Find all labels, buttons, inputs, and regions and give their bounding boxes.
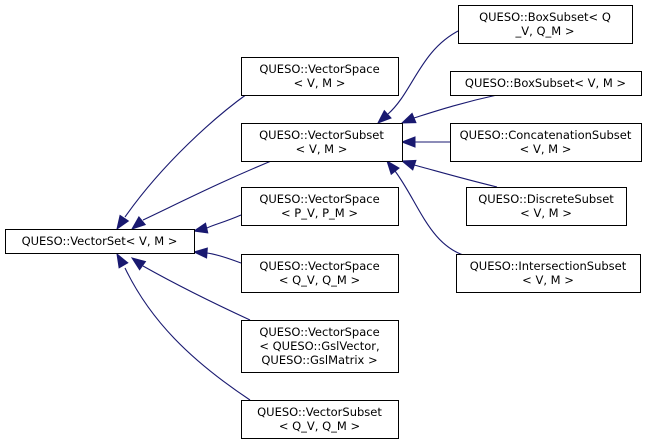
node-box [450, 71, 642, 96]
node-label-line: QUESO::VectorSubset [257, 405, 382, 419]
node-label-line: < V, M > [520, 142, 572, 156]
edge-line [413, 94, 498, 119]
node-box [241, 123, 403, 162]
node-box [456, 254, 641, 293]
edge-arrowhead [116, 252, 129, 269]
node-label-line: < P_V, P_M > [281, 206, 358, 220]
node-label-line: QUESO::IntersectionSubset [470, 259, 627, 273]
nodes-layer: QUESO::VectorSet< V, M >QUESO::VectorSpa… [5, 5, 642, 439]
node-label-line: < V, M > [522, 273, 574, 287]
node-label-line: < Q_V, Q_M > [279, 419, 360, 433]
node-boxsubset-v-m[interactable]: QUESO::BoxSubset< V, M > [450, 71, 642, 96]
edge-vectorspace-qv-qm-to-vectorset [192, 247, 242, 264]
node-label-line: QUESO::VectorSpace [259, 259, 379, 273]
edges-layer [116, 29, 498, 401]
edge-arrowhead [130, 216, 147, 230]
node-concatenationsubset[interactable]: QUESO::ConcatenationSubset< V, M > [450, 123, 642, 162]
node-label-line: QUESO::VectorSubset [259, 128, 384, 142]
edge-vectorsubset-qv-qm-to-vectorset [116, 252, 251, 401]
edge-arrowhead [400, 112, 417, 124]
edge-concatenationsubset-to-vectorsubset-v-m [400, 136, 450, 148]
node-vectorspace-v-m[interactable]: QUESO::VectorSpace< V, M > [241, 57, 399, 96]
edge-discretesubset-to-vectorsubset-v-m [400, 159, 498, 188]
edge-arrowhead [400, 159, 417, 171]
node-label-line: QUESO::BoxSubset< V, M > [465, 76, 626, 90]
node-label-line: < V, M > [296, 142, 348, 156]
node-box [450, 123, 642, 162]
node-label-line: < QUESO::GslVector, [259, 339, 379, 353]
node-vectorsubset-qv-qm[interactable]: QUESO::VectorSubset< Q_V, Q_M > [241, 400, 399, 439]
edge-line [206, 214, 242, 229]
edge-boxsubset-v-m-to-vectorsubset-v-m [400, 94, 498, 124]
edge-arrowhead [192, 247, 208, 259]
node-boxsubset-qv-qm[interactable]: QUESO::BoxSubset< Q_V, Q_M > [458, 5, 633, 44]
node-box [241, 187, 399, 226]
edge-arrowhead [192, 222, 209, 234]
edge-arrowhead [116, 214, 130, 231]
node-vectorspace-pv-pm[interactable]: QUESO::VectorSpace< P_V, P_M > [241, 187, 399, 226]
edge-vectorspace-pv-pm-to-vectorset [192, 214, 242, 234]
node-label-line: < V, M > [520, 206, 572, 220]
node-box [5, 229, 195, 254]
edge-arrowhead [130, 257, 147, 271]
edge-line [387, 29, 461, 115]
edge-line [142, 265, 251, 321]
node-box [466, 187, 627, 226]
node-label-line: QUESO::VectorSet< V, M > [22, 234, 178, 248]
edge-line [394, 170, 471, 258]
node-label-line: QUESO::ConcatenationSubset [460, 128, 632, 142]
node-discretesubset[interactable]: QUESO::DiscreteSubset< V, M > [466, 187, 627, 226]
node-label-line: QUESO::GslMatrix > [261, 353, 377, 367]
edge-line [124, 267, 251, 401]
node-intersectionsubset[interactable]: QUESO::IntersectionSubset< V, M > [456, 254, 641, 293]
edge-vectorsubset-v-m-to-vectorset [130, 156, 282, 230]
edge-line [142, 156, 282, 221]
node-label-line: QUESO::VectorSpace [259, 62, 379, 76]
node-label-line: QUESO::DiscreteSubset [478, 192, 614, 206]
node-vectorspace-qv-qm[interactable]: QUESO::VectorSpace< Q_V, Q_M > [241, 254, 399, 293]
edge-arrowhead [386, 159, 400, 176]
node-vectorset[interactable]: QUESO::VectorSet< V, M > [5, 229, 195, 254]
edge-arrowhead [376, 109, 392, 124]
node-label-line: < V, M > [294, 76, 346, 90]
edge-vectorspace-gsl-to-vectorset [130, 257, 251, 321]
edge-vectorspace-v-m-to-vectorset [116, 93, 248, 231]
node-label-line: QUESO::BoxSubset< Q [479, 10, 611, 24]
edge-line [206, 252, 242, 264]
edge-intersectionsubset-to-vectorsubset-v-m [386, 159, 471, 258]
node-box [241, 320, 399, 373]
node-box [241, 400, 399, 439]
edge-boxsubset-qv-qm-to-vectorsubset-v-m [376, 29, 461, 124]
node-vectorsubset-v-m[interactable]: QUESO::VectorSubset< V, M > [241, 123, 403, 162]
node-label-line: QUESO::VectorSpace [259, 325, 379, 339]
node-box [241, 57, 399, 96]
node-box [458, 5, 633, 44]
node-label-line: _V, Q_M > [515, 24, 575, 38]
edge-line [413, 164, 498, 188]
node-box [241, 254, 399, 293]
node-vectorspace-gsl[interactable]: QUESO::VectorSpace< QUESO::GslVector,QUE… [241, 320, 399, 373]
edge-arrowhead [400, 136, 416, 148]
node-label-line: < Q_V, Q_M > [279, 273, 360, 287]
node-label-line: QUESO::VectorSpace [259, 192, 379, 206]
edge-line [124, 93, 248, 218]
